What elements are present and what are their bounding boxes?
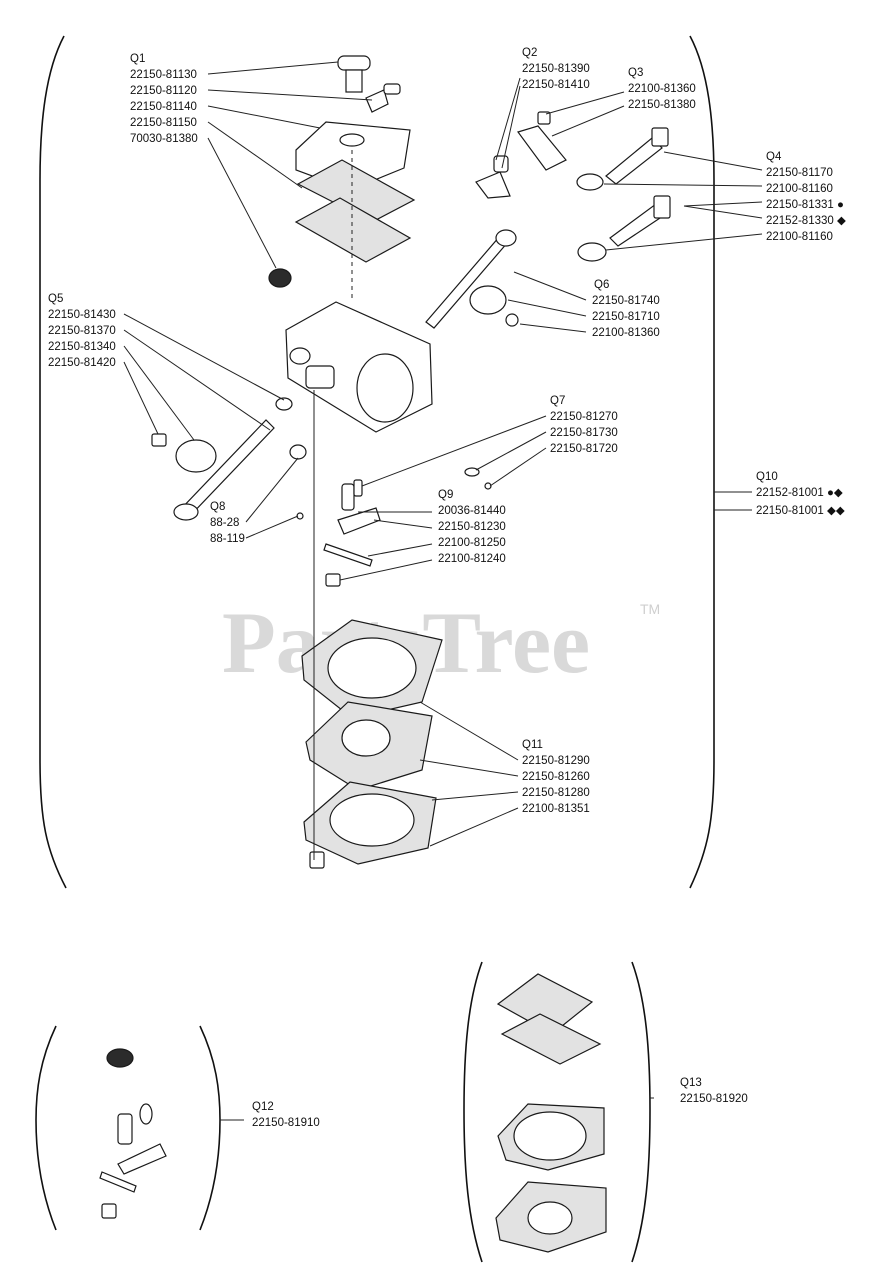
throttle-shaft-icon xyxy=(425,235,509,329)
strainer-icon xyxy=(268,268,292,288)
q13-kit-bracket xyxy=(463,961,651,1263)
cam-plate-icon xyxy=(517,125,567,171)
q13-kit-parts xyxy=(495,973,607,1253)
part-number: 22150-81230 xyxy=(438,521,506,533)
kit-spring-icon xyxy=(139,1103,153,1125)
part-number: 22150-81910 xyxy=(252,1117,320,1129)
part-number: 22150-81710 xyxy=(592,311,660,323)
part-number: 88-119 xyxy=(210,533,245,545)
part-number: 22150-81720 xyxy=(550,443,618,455)
kit-screw-icon xyxy=(101,1203,117,1219)
cover-screw-icon xyxy=(337,55,371,71)
group-label-q1: Q1 xyxy=(130,53,145,65)
part-number: 22150-81430 xyxy=(48,309,116,321)
choke-plate-icon xyxy=(175,439,217,473)
spring-icon xyxy=(275,397,293,411)
group-label-q2: Q2 xyxy=(522,47,537,59)
part-number: 22150-81001 ◆◆ xyxy=(756,505,846,517)
group-label-q9: Q9 xyxy=(438,489,453,501)
part-number: 22150-81390 xyxy=(522,63,590,75)
group-label-q4: Q4 xyxy=(766,151,782,163)
group-label-q3: Q3 xyxy=(628,67,643,79)
part-number: 70030-81380 xyxy=(130,133,198,145)
part-number: 22150-81120 xyxy=(130,85,197,97)
group-label-q8: Q8 xyxy=(210,501,225,513)
part-number: 22150-81140 xyxy=(130,101,197,113)
part-number: 22150-81420 xyxy=(48,357,116,369)
part-number: 22152-81330 ◆ xyxy=(766,215,847,227)
fuel-fitting-icon xyxy=(365,89,389,113)
part-number: 88-28 xyxy=(210,517,239,529)
screw-icon xyxy=(151,433,167,447)
part-number: 22100-81160 xyxy=(766,183,833,195)
group-label-q12: Q12 xyxy=(252,1101,274,1113)
part-number: 22150-81270 xyxy=(550,411,618,423)
part-number: 22150-81340 xyxy=(48,341,116,353)
lever-icon xyxy=(475,171,511,199)
leader-lines xyxy=(123,61,763,1121)
part-number: 22150-81730 xyxy=(550,427,618,439)
kit-lever-icon xyxy=(117,1143,167,1175)
kit-needle-icon xyxy=(117,1113,133,1145)
part-number: 22150-81260 xyxy=(522,771,590,783)
part-number: 22100-81240 xyxy=(438,553,506,565)
part-number: 22150-81280 xyxy=(522,787,590,799)
part-number: 22150-81130 xyxy=(130,69,197,81)
needle-spring-icon-2 xyxy=(577,242,607,262)
part-number: 22100-81160 xyxy=(766,231,833,243)
part-number: 22100-81360 xyxy=(628,83,696,95)
q12-kit-parts xyxy=(99,1048,167,1219)
part-number: 22150-81331 ● xyxy=(766,199,844,211)
part-number: 22150-81370 xyxy=(48,325,116,337)
group-label-q11: Q11 xyxy=(522,739,543,751)
exploded-view-parts xyxy=(151,55,671,869)
adjust-needle-icon xyxy=(605,137,663,185)
group-label-q5: Q5 xyxy=(48,293,63,305)
part-number: 22150-81150 xyxy=(130,117,197,129)
group-label-q10: Q10 xyxy=(756,471,778,483)
group-label-q13: Q13 xyxy=(680,1077,702,1089)
group-label-q6: Q6 xyxy=(594,279,609,291)
pump-gasket-icon xyxy=(294,197,412,263)
part-number: 22150-81920 xyxy=(680,1093,748,1105)
part-number: 22150-81740 xyxy=(592,295,660,307)
part-number: 22152-81001 ●◆ xyxy=(756,487,844,499)
kit-strainer-icon xyxy=(106,1048,134,1068)
watermark-trademark: TM xyxy=(640,601,660,617)
throttle-plate-icon xyxy=(469,285,507,315)
part-number: 20036-81440 xyxy=(438,505,506,517)
group-label-q7: Q7 xyxy=(550,395,565,407)
part-number: 22150-81410 xyxy=(522,79,590,91)
part-number: 22100-81250 xyxy=(438,537,506,549)
part-number: 22100-81351 xyxy=(522,803,590,815)
part-number: 22150-81290 xyxy=(522,755,590,767)
needle-spring-icon xyxy=(576,173,604,191)
part-number: 22100-81360 xyxy=(592,327,660,339)
main-assembly-bracket xyxy=(39,35,715,889)
kit-pump-gasket-icon xyxy=(500,1013,602,1065)
part-number: 22150-81380 xyxy=(628,99,696,111)
inlet-needle-icon xyxy=(341,483,355,511)
part-labels: Q1 22150-81130 22150-81120 22150-81140 2… xyxy=(48,47,847,1129)
part-number: 22150-81170 xyxy=(766,167,833,179)
